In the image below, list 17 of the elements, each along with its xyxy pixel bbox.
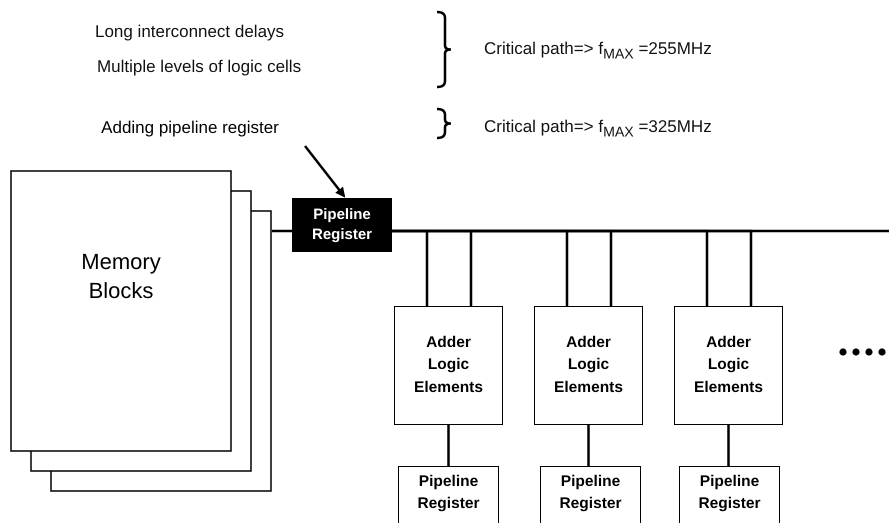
connector-line <box>587 425 590 466</box>
connector-line <box>727 425 730 466</box>
annotation-text: Adding pipeline register <box>70 114 310 142</box>
connector-line <box>447 425 450 466</box>
critical-path-text: Critical path=> f$_{MAX}$ =255MHz <box>484 39 712 62</box>
logic-block: Adder Logic Elements <box>674 306 783 425</box>
logic-block: Adder Logic Elements <box>534 306 643 425</box>
critical-path-text: Critical path=> f$_{MAX}$ =325MHz <box>484 117 712 140</box>
register-block: Pipeline Register <box>398 466 499 523</box>
connector-line <box>272 230 292 232</box>
register-block: Pipeline Register <box>292 198 392 252</box>
annotation-text: Multiple levels of logic cells <box>97 57 302 77</box>
logic-block: Adder Logic Elements <box>394 306 503 425</box>
leader-arrow <box>304 145 346 198</box>
register-block: Pipeline Register <box>679 466 780 523</box>
annotation-text: Long interconnect delays <box>95 22 284 42</box>
register-block: Pipeline Register <box>540 466 641 523</box>
